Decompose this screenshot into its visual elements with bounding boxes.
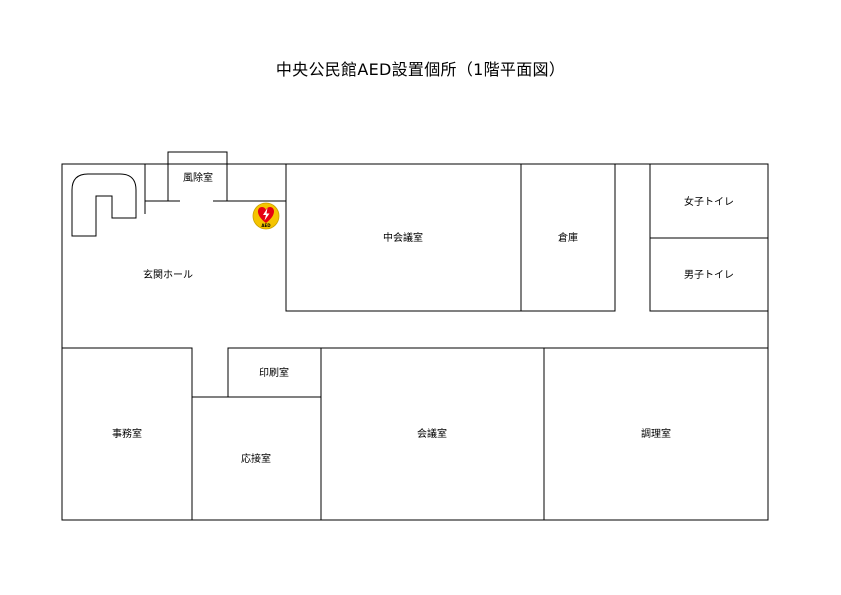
label-womens-restroom: 女子トイレ [684,195,734,208]
aed-location-marker[interactable]: AED [252,202,280,230]
building-outline [61,163,769,521]
label-middle-meeting-room: 中会議室 [383,231,423,244]
label-reception-room: 応接室 [241,452,271,465]
label-windbreak: 風除室 [183,171,213,184]
page-title: 中央公民館AED設置個所（1階平面図） [275,60,566,79]
stairs [71,173,137,237]
label-mens-restroom: 男子トイレ [684,269,734,281]
label-cooking-room: 調理室 [641,427,671,440]
label-entrance-hall: 玄関ホール [143,268,193,281]
walls [61,151,769,521]
storage-room[interactable] [520,163,616,312]
cooking-room[interactable] [543,347,769,521]
mens-restroom[interactable] [649,237,769,312]
aed-bolt-icon [263,208,270,221]
label-printing-room: 印刷室 [259,366,289,379]
aed-marker-label: AED [261,223,271,228]
label-meeting-room: 会議室 [417,427,447,440]
windbreak-room[interactable] [167,151,228,201]
label-office: 事務室 [112,427,142,440]
label-storage: 倉庫 [558,231,578,244]
